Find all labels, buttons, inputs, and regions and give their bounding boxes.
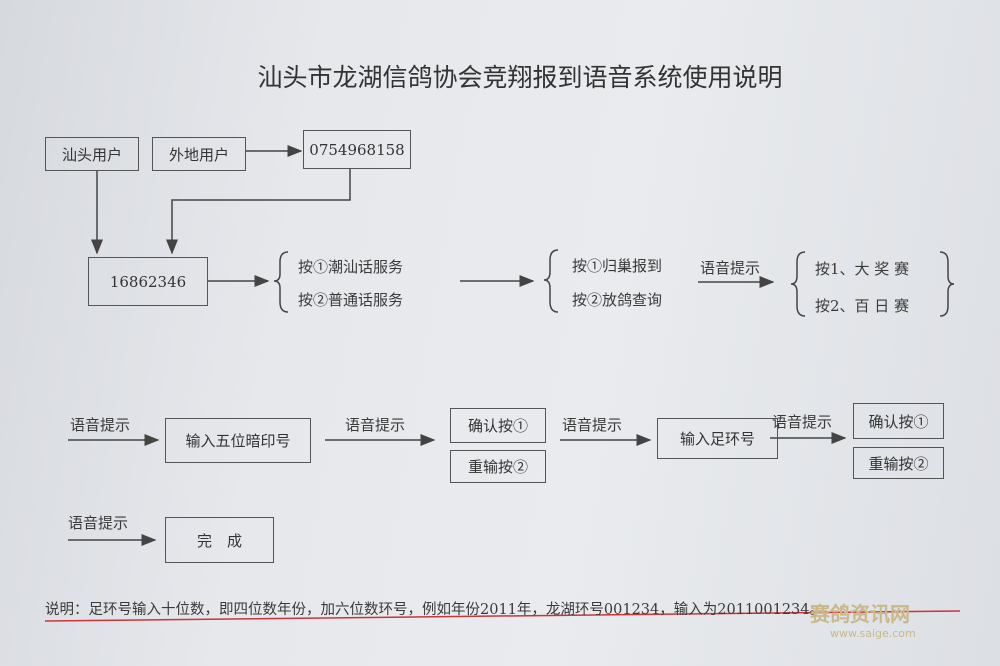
voice-prompt-label: 语音提示	[562, 416, 623, 434]
watermark-url: www.saige.com	[830, 627, 916, 640]
option-chaoshan: 按①潮汕话服务	[298, 258, 404, 276]
remote-user-box: 外地用户	[152, 137, 246, 171]
option-grand-prize: 按1、大 奖 赛	[815, 260, 910, 278]
local-user-box: 汕头用户	[45, 137, 139, 171]
voice-prompt-label: 语音提示	[772, 413, 833, 431]
voice-prompt-label: 语音提示	[345, 416, 406, 434]
reenter-box: 重输按②	[853, 447, 944, 479]
note-text: 说明：足环号输入十位数，即四位数年份，加六位数环号，例如年份2011年，龙湖环号…	[45, 602, 825, 618]
main-phone-box: 16862346	[88, 257, 208, 306]
remote-phone-box: 0754968158	[303, 130, 411, 169]
watermark-name: 赛鸽资讯网	[810, 602, 910, 626]
voice-prompt-label: 语音提示	[68, 514, 129, 532]
option-query: 按②放鸽查询	[572, 291, 663, 309]
voice-prompt-label: 语音提示	[700, 259, 761, 277]
option-hundred-day: 按2、百 日 赛	[815, 297, 910, 315]
done-box: 完 成	[165, 517, 274, 563]
watermark: 赛鸽资讯网 www.saige.com	[800, 598, 916, 640]
page-title: 汕头市龙湖信鸽协会竞翔报到语音系统使用说明	[257, 63, 783, 92]
confirm-box: 确认按①	[450, 408, 546, 443]
option-checkin: 按①归巢报到	[572, 257, 663, 275]
voice-prompt-label: 语音提示	[70, 416, 131, 434]
input-ring-box: 输入足环号	[657, 418, 778, 459]
reenter-box: 重输按②	[450, 450, 546, 483]
input-code-box: 输入五位暗印号	[165, 418, 311, 463]
option-mandarin: 按②普通话服务	[298, 291, 404, 309]
confirm-box: 确认按①	[853, 403, 944, 439]
